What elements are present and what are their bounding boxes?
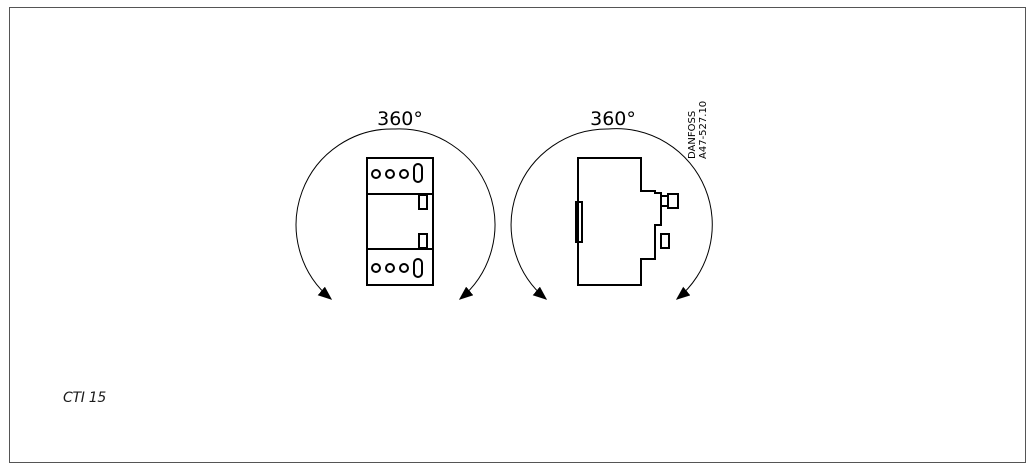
rotation-label-right: 360° xyxy=(590,108,636,130)
figure-caption: CTI 15 xyxy=(63,390,106,406)
reference-brand: DANFOSS xyxy=(687,111,698,159)
figure-frame: 360° xyxy=(9,7,1026,463)
rotation-arc-right-ccw xyxy=(510,128,609,300)
reference-code-text: A47-527.10 xyxy=(698,101,709,159)
device-side xyxy=(575,157,679,286)
rotation-arc-left-ccw xyxy=(295,128,396,300)
side-view: 360° DANFOSS A47-527.10 xyxy=(510,101,713,300)
rotation-arc-left-cw xyxy=(394,128,496,300)
rotation-arc-right-cw xyxy=(607,128,713,300)
rotation-label-left: 360° xyxy=(377,108,423,130)
reference-code: DANFOSS A47-527.10 xyxy=(687,101,709,159)
mounting-diagram: 360° xyxy=(295,101,713,300)
front-view: 360° xyxy=(295,108,496,300)
device-front xyxy=(366,157,434,286)
